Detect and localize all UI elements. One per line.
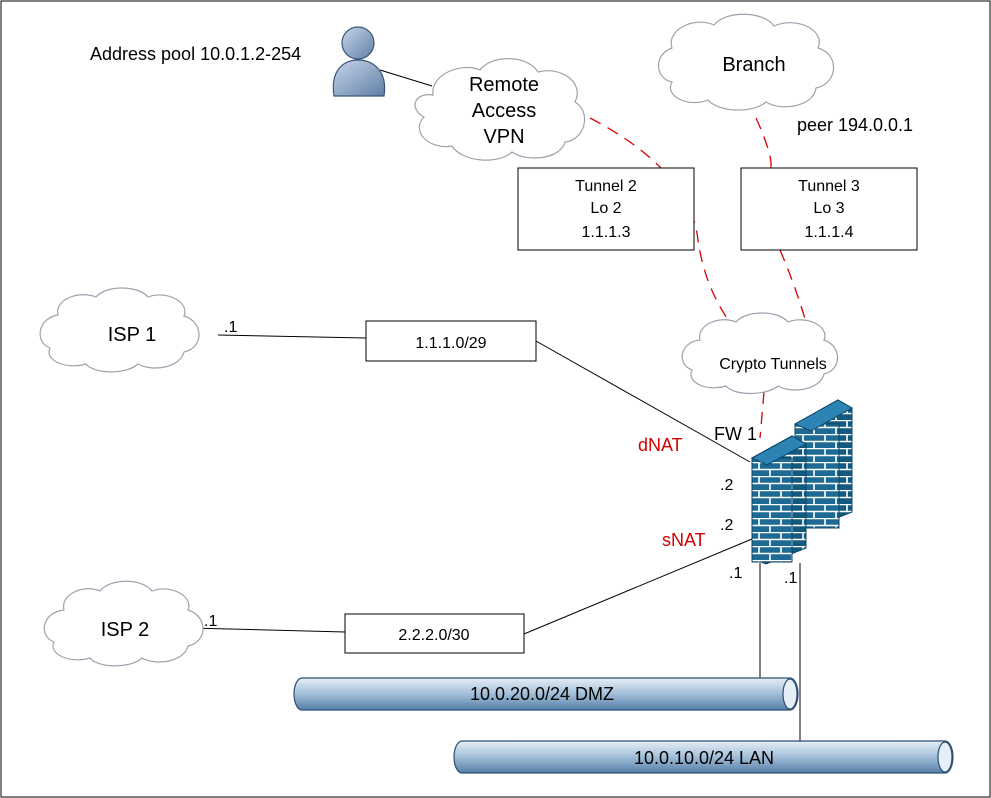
isp2-line-a [189,627,346,633]
crypto-to-fw-dashed-line [759,391,765,439]
lan-network-label: 10.0.10.0/24 LAN [634,748,774,768]
crypto-tunnels-cloud: Crypto Tunnels [681,312,839,395]
firewall-icon [750,399,854,565]
isp1-line-a [217,334,367,339]
fw-dmz-interface-label: .1 [729,565,742,582]
isp1-label: ISP 1 [108,324,157,346]
vpn-label-line3: VPN [483,126,524,148]
snat-label: sNAT [662,530,706,550]
fw-lan-interface-label: .1 [784,570,797,587]
isp1-cloud: ISP 1 [39,287,200,373]
remote-access-vpn-cloud: Remote Access VPN [414,58,586,161]
vpn-label-line1: Remote [469,74,539,96]
dmz-network-label: 10.0.20.0/24 DMZ [470,684,614,704]
firewall-label: FW 1 [714,424,757,444]
address-pool-label: Address pool 10.0.1.2-254 [90,44,301,64]
crypto-tunnels-label: Crypto Tunnels [719,356,827,373]
dnat-label: dNAT [638,435,683,455]
isp1-subnet-label: 1.1.1.0/29 [415,335,486,352]
branch-cloud: Branch [657,13,835,111]
fw-isp1-interface-label: .2 [720,477,733,494]
user-icon [332,26,386,97]
isp1-subnet-box: 1.1.1.0/29 [365,320,537,362]
tunnel2-loopback: Lo 2 [590,200,621,217]
isp2-subnet-label: 2.2.2.0/30 [398,627,469,644]
tunnel3-box: Tunnel 3 Lo 3 1.1.1.4 [740,167,918,251]
vpn-label-line2: Access [472,100,536,122]
tunnel3-dashed-line [755,117,807,323]
dmz-network-pipe: 10.0.20.0/24 DMZ [293,677,799,711]
branch-label: Branch [722,54,785,76]
tunnel2-address: 1.1.1.3 [582,224,631,241]
fw-isp2-interface-label: .2 [720,517,733,534]
isp2-subnet-box: 2.2.2.0/30 [344,613,525,654]
isp2-line-b [523,538,753,635]
tunnel3-address: 1.1.1.4 [805,224,854,241]
lan-network-pipe: 10.0.10.0/24 LAN [453,740,954,774]
tunnel3-loopback: Lo 3 [813,200,844,217]
tunnel2-dashed-line [589,117,735,329]
isp2-cloud: ISP 2 [43,580,204,667]
tunnel2-name: Tunnel 2 [575,178,637,195]
isp1-line-b [535,340,751,463]
peer-label: peer 194.0.0.1 [797,115,913,135]
tunnel3-name: Tunnel 3 [798,178,860,195]
isp2-label: ISP 2 [101,619,150,641]
tunnel2-box: Tunnel 2 Lo 2 1.1.1.3 [517,167,695,251]
isp1-interface-label: .1 [224,319,237,336]
user-to-vpn-line [379,69,433,87]
isp2-interface-label: .1 [204,613,217,630]
